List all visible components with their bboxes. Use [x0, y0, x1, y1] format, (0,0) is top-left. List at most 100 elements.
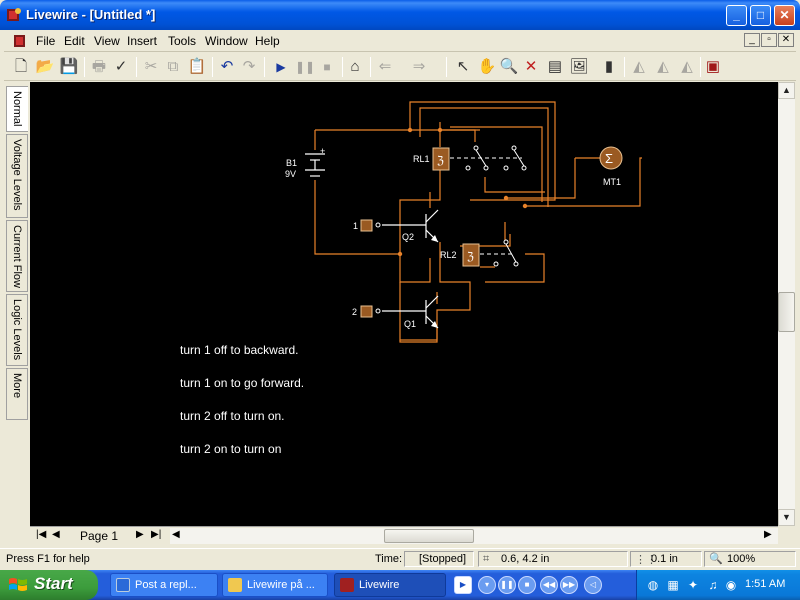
scroll-right-button[interactable]: ▶ — [764, 529, 772, 540]
align-center-icon[interactable]: ◭ — [657, 58, 669, 75]
motor-mt1[interactable] — [599, 146, 623, 170]
select-icon[interactable]: ↖ — [456, 58, 470, 75]
save-icon[interactable]: 💾 — [59, 58, 79, 75]
task-post-reply[interactable]: Post a repl... — [110, 573, 218, 597]
paste-icon[interactable]: 📋 — [187, 58, 207, 75]
livewire-app-icon — [7, 8, 21, 21]
stop-icon[interactable]: ■ — [323, 60, 331, 74]
open-icon[interactable]: 📂 — [35, 58, 55, 75]
horizontal-scroll-thumb[interactable] — [384, 529, 474, 543]
tab-current-flow[interactable]: Current Flow — [6, 220, 28, 292]
scroll-left-button[interactable]: ◀ — [172, 529, 180, 540]
horizontal-scrollbar[interactable]: ◀ ▶ — [170, 528, 778, 544]
mdi-minimize-button[interactable]: _ — [744, 33, 760, 47]
menu-tools[interactable]: Tools — [168, 34, 197, 48]
redo-icon[interactable]: ↷ — [242, 58, 256, 75]
circuit-canvas[interactable]: ℨ ℨ Σ — [30, 82, 778, 526]
undo-icon[interactable]: ↶ — [220, 58, 234, 75]
first-page-button[interactable]: |◀ — [36, 529, 47, 540]
next-icon[interactable]: ▶▶ — [560, 576, 578, 594]
minimize-button[interactable]: _ — [726, 5, 747, 26]
task-livewire[interactable]: Livewire — [334, 573, 446, 597]
menu-view[interactable]: View — [94, 34, 120, 48]
prev-page-button[interactable]: ◀ — [52, 529, 60, 540]
page-navigation: |◀ ◀ Page 1 ▶ ▶| ◀ ▶ — [30, 526, 778, 544]
menu-insert[interactable]: Insert — [127, 34, 158, 48]
text-icon[interactable]: ▤ — [547, 58, 563, 75]
pause-icon[interactable]: ❚❚ — [498, 576, 516, 594]
status-zoom: 100% — [727, 553, 756, 565]
status-time-value: [Stopped] — [419, 553, 467, 565]
tab-more[interactable]: More — [6, 368, 28, 420]
relay-rl2-coil[interactable] — [462, 243, 480, 267]
maximize-button[interactable]: □ — [750, 5, 771, 26]
zoom-icon[interactable]: 🔍 — [499, 58, 519, 75]
tray-tools-icon[interactable]: ✦ — [687, 578, 699, 592]
volume-icon[interactable]: ◁ — [584, 576, 602, 594]
print-icon[interactable]: 🖶 — [91, 58, 107, 75]
tray-volume-icon[interactable]: ♫ — [708, 578, 718, 592]
play-icon[interactable]: ▶ — [276, 60, 286, 74]
pause-icon[interactable]: ❚❚ — [294, 60, 316, 74]
toolbar: 🗋 📂 💾 🖶 ✓ ✂ ⧉ 📋 ↶ ↷ ▶ ❚❚ ■ ⌂ ⇐ ⇒ ↖ ✋ 🔍 ✕… — [4, 53, 796, 81]
chart-icon[interactable]: ▮ — [604, 58, 614, 75]
tray-media-icon[interactable]: ◉ — [725, 578, 737, 592]
scroll-up-button[interactable]: ▲ — [778, 82, 795, 99]
picture-icon[interactable]: 🖼 — [569, 58, 589, 75]
system-tray: ◍ ▦ ✦ ♫ ◉ 1:51 AM — [636, 570, 800, 600]
menu-window[interactable]: Window — [205, 34, 248, 48]
align-right-icon[interactable]: ◭ — [681, 58, 693, 75]
document-icon[interactable] — [12, 33, 28, 49]
toolbar-separator — [624, 57, 625, 77]
status-time-label: Time: — [375, 553, 403, 565]
input-switch-1[interactable] — [360, 219, 373, 232]
last-page-button[interactable]: ▶| — [151, 529, 162, 540]
forward-icon[interactable]: ⇒ — [412, 58, 426, 75]
components-icon[interactable]: ▣ — [705, 58, 721, 75]
relay1-label: RL1 — [413, 154, 430, 164]
vertical-scroll-thumb[interactable] — [778, 292, 795, 332]
status-zoom-cell: 🔍 100% — [704, 551, 796, 567]
tray-network-icon[interactable]: ▦ — [667, 578, 679, 592]
start-button[interactable]: Start — [0, 570, 98, 600]
stop-icon[interactable]: ■ — [518, 576, 536, 594]
home-icon[interactable]: ⌂ — [350, 58, 360, 75]
battery-voltage: 9V — [285, 169, 296, 179]
cut-icon[interactable]: ✂ — [144, 58, 158, 75]
align-left-icon[interactable]: ◭ — [633, 58, 645, 75]
scroll-down-button[interactable]: ▼ — [778, 509, 795, 526]
tab-normal[interactable]: Normal — [6, 86, 28, 132]
back-icon[interactable]: ⇐ — [378, 58, 392, 75]
menu-file[interactable]: File — [36, 34, 56, 48]
hand-icon[interactable]: ✋ — [477, 58, 497, 75]
tab-voltage-levels[interactable]: Voltage Levels — [6, 134, 28, 218]
close-button[interactable]: ✕ — [774, 5, 795, 26]
page-label[interactable]: Page 1 — [80, 529, 119, 543]
vertical-scrollbar[interactable]: ▲ ▼ — [778, 82, 795, 526]
previous-icon[interactable]: ◀◀ — [540, 576, 558, 594]
battery-label: B1 — [286, 158, 297, 168]
transistor-q1-label: Q1 — [404, 319, 416, 329]
crosshair-icon: ⌗ — [483, 553, 490, 565]
menu-help[interactable]: Help — [255, 34, 280, 48]
grid-icon: ⋮⋮ — [635, 554, 657, 566]
menu-down-icon[interactable]: ▾ — [478, 576, 496, 594]
new-icon[interactable]: 🗋 — [14, 58, 28, 75]
mdi-close-button[interactable]: ✕ — [778, 33, 794, 47]
mdi-restore-button[interactable]: ▫ — [761, 33, 777, 47]
note-text: turn 1 off to backward. — [180, 343, 299, 357]
delete-icon[interactable]: ✕ — [524, 58, 538, 75]
media-player-icon[interactable]: ▶ — [454, 576, 472, 594]
copy-icon[interactable]: ⧉ — [167, 58, 179, 75]
tray-shield-icon[interactable]: ◍ — [647, 578, 659, 592]
svg-text:Σ: Σ — [605, 151, 613, 166]
task-livewire-folder[interactable]: Livewire på ... — [222, 573, 328, 597]
toolbar-separator — [264, 57, 265, 77]
menu-edit[interactable]: Edit — [64, 34, 85, 48]
input-switch-2[interactable] — [360, 305, 373, 318]
relay-rl1-coil[interactable] — [432, 147, 450, 171]
spellcheck-icon[interactable]: ✓ — [114, 58, 128, 75]
tab-logic-levels[interactable]: Logic Levels — [6, 294, 28, 366]
next-page-button[interactable]: ▶ — [136, 529, 144, 540]
motor-label: MT1 — [603, 177, 621, 187]
